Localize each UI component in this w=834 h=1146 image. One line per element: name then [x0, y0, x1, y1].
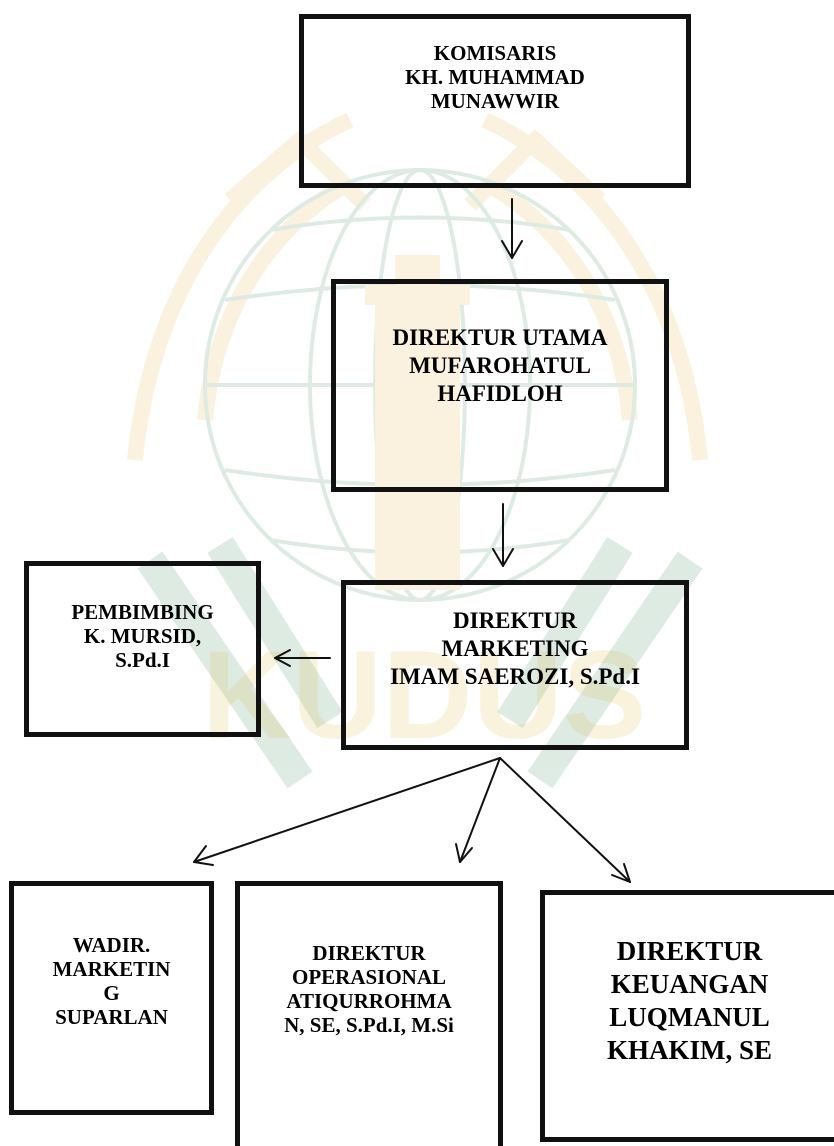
node-komisaris-name: KH. MUHAMMAD — [405, 65, 585, 89]
node-direktur-utama: DIREKTUR UTAMA MUFAROHATUL HAFIDLOH — [331, 279, 669, 492]
arrow-komisaris-to-utama — [501, 198, 523, 259]
node-direktur-keuangan-title: DIREKTUR — [616, 936, 763, 966]
node-komisaris: KOMISARIS KH. MUHAMMAD MUNAWWIR — [299, 14, 691, 188]
node-pembimbing-name-2: S.Pd.I — [115, 648, 170, 672]
node-wadir-marketing-title: WADIR. — [72, 933, 151, 957]
node-direktur-keuangan-name-2: KHAKIM, SE — [606, 1035, 773, 1065]
node-pembimbing: PEMBIMBING K. MURSID, S.Pd.I — [24, 561, 261, 737]
node-direktur-operasional-title: DIREKTUR — [312, 941, 426, 965]
node-pembimbing-title: PEMBIMBING — [71, 600, 214, 624]
node-wadir-marketing-title-2: MARKETIN — [52, 957, 171, 981]
node-wadir-marketing: WADIR. MARKETIN G SUPARLAN — [9, 881, 214, 1115]
arrow-marketing-to-keuangan — [499, 757, 631, 883]
arrow-marketing-to-pembimbing — [274, 649, 331, 667]
node-wadir-marketing-name: SUPARLAN — [55, 1005, 168, 1029]
node-komisaris-title: KOMISARIS — [433, 41, 557, 65]
node-direktur-marketing-title: DIREKTUR — [453, 608, 577, 633]
node-direktur-utama-title: DIREKTUR UTAMA — [392, 325, 608, 350]
node-direktur-operasional-name: ATIQURROHMA — [286, 989, 452, 1013]
arrow-marketing-to-operasional — [455, 757, 501, 863]
node-wadir-marketing-title-3: G — [103, 981, 120, 1005]
node-direktur-utama-name-2: HAFIDLOH — [437, 381, 563, 406]
arrow-marketing-to-wadir — [193, 757, 501, 866]
node-direktur-keuangan-name: LUQMANUL — [609, 1002, 770, 1032]
node-direktur-operasional: DIREKTUR OPERASIONAL ATIQURROHMA N, SE, … — [235, 881, 503, 1146]
node-pembimbing-name: K. MURSID, — [83, 624, 202, 648]
node-direktur-keuangan-title-2: KEUANGAN — [610, 969, 769, 999]
node-direktur-utama-name: MUFAROHATUL — [409, 353, 591, 378]
node-direktur-marketing: DIREKTUR MARKETING IMAM SAEROZI, S.Pd.I — [341, 580, 689, 750]
node-direktur-operasional-title-2: OPERASIONAL — [291, 965, 447, 989]
arrow-utama-to-marketing — [492, 503, 514, 567]
node-direktur-operasional-name-2: N, SE, S.Pd.I, M.Si — [284, 1013, 454, 1037]
node-direktur-keuangan: DIREKTUR KEUANGAN LUQMANUL KHAKIM, SE — [540, 890, 834, 1142]
node-komisaris-name-2: MUNAWWIR — [430, 89, 560, 113]
node-direktur-marketing-name: IMAM SAEROZI, S.Pd.I — [390, 664, 640, 689]
node-direktur-marketing-title-2: MARKETING — [441, 636, 589, 661]
